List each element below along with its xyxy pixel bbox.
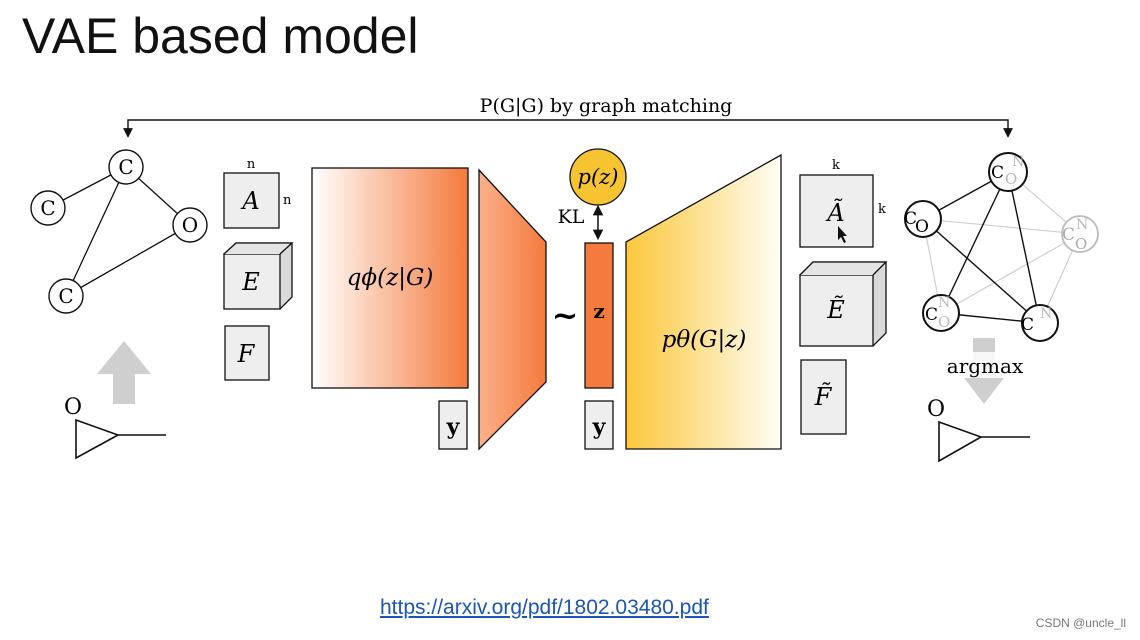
output-molecule-atom: O	[927, 397, 945, 422]
encoder-funnel	[478, 168, 547, 451]
output-graph-node: N O C	[922, 294, 960, 332]
prior-node: p(z)	[569, 148, 627, 206]
output-edge-tensor: Ẽ	[799, 261, 888, 347]
edge-label: E	[241, 268, 260, 296]
paper-link[interactable]: https://arxiv.org/pdf/1802.03480.pdf	[380, 596, 709, 619]
output-node-ghost: N	[1040, 306, 1052, 322]
output-node-main: C	[904, 209, 917, 229]
kl-label: KL	[558, 206, 585, 228]
adjacency-matrix-a: A	[223, 172, 280, 229]
output-graph-node: N C O	[1061, 215, 1099, 253]
output-edge-label: Ẽ	[826, 295, 845, 324]
output-node-sub: O	[915, 217, 929, 237]
encoder-condition-y: y	[438, 400, 468, 450]
dim-k-side: k	[878, 202, 886, 217]
output-node-main: C	[1021, 315, 1034, 335]
output-adjacency-matrix: Ã	[799, 174, 874, 248]
up-arrow-icon	[97, 341, 151, 404]
latent-condition-y: y	[584, 400, 614, 450]
output-node-sub: O	[1075, 235, 1087, 253]
input-node-label: C	[118, 155, 133, 179]
input-graph-node: C	[30, 190, 66, 226]
sample-symbol: ~	[552, 296, 579, 334]
graph-matching-bracket: P(G|G) by graph matching	[123, 94, 1013, 138]
input-node-label: C	[58, 284, 73, 308]
input-graph-node: O	[172, 207, 208, 243]
edge-tensor-e: E	[223, 242, 294, 310]
output-feature-label: F̃	[814, 383, 833, 411]
latent-z: z	[584, 242, 614, 389]
output-node-sub: O	[938, 313, 950, 331]
output-node-ghost: N	[1076, 217, 1088, 233]
encoder-label: qϕ(z|G)	[347, 265, 434, 291]
output-node-ghost: N	[1012, 154, 1024, 170]
output-graph-node: C O	[904, 200, 942, 238]
output-node-sub: O	[1005, 170, 1017, 188]
output-adjacency-label: Ã	[825, 198, 844, 227]
graph-matching-label: P(G|G) by graph matching	[480, 95, 733, 117]
output-node-main: C	[1062, 225, 1075, 245]
decoder-block: pθ(G|z)	[625, 153, 782, 450]
encoder-y-label: y	[446, 414, 461, 440]
input-graph-node: C	[108, 149, 144, 185]
output-graph-node: N O C	[988, 152, 1028, 192]
vae-diagram: P(G|G) by graph matching C C O C O n n A	[30, 94, 1099, 463]
input-node-label: C	[40, 196, 55, 220]
input-node-label: O	[182, 213, 198, 237]
cursor-icon	[838, 226, 847, 243]
input-graph	[47, 166, 191, 297]
output-node-main: C	[991, 163, 1004, 183]
slide-title: VAE based model	[22, 8, 419, 64]
decoder-label: pθ(G|z)	[662, 327, 747, 353]
output-node-main: C	[925, 305, 938, 325]
output-feature-matrix: F̃	[800, 359, 847, 435]
output-node-ghost: N	[938, 295, 950, 311]
feature-matrix-f: F	[224, 325, 270, 381]
output-molecule: O	[927, 397, 1030, 463]
input-graph-node: C	[48, 278, 84, 314]
dim-n-top: n	[247, 157, 256, 172]
output-graph-node: N C	[1021, 304, 1059, 342]
argmax-label: argmax	[947, 354, 1024, 378]
watermark: CSDN @uncle_ll	[1035, 616, 1126, 630]
latent-y-label: y	[592, 414, 607, 440]
input-molecule: O	[64, 395, 166, 460]
input-molecule-atom: O	[64, 395, 82, 420]
feature-label: F	[237, 340, 256, 368]
dim-k-top: k	[832, 158, 840, 173]
prior-label: p(z)	[578, 165, 619, 189]
encoder-block: qϕ(z|G)	[311, 167, 469, 389]
dim-n-side: n	[283, 193, 292, 208]
adjacency-label: A	[240, 187, 259, 215]
latent-z-label: z	[593, 299, 604, 323]
